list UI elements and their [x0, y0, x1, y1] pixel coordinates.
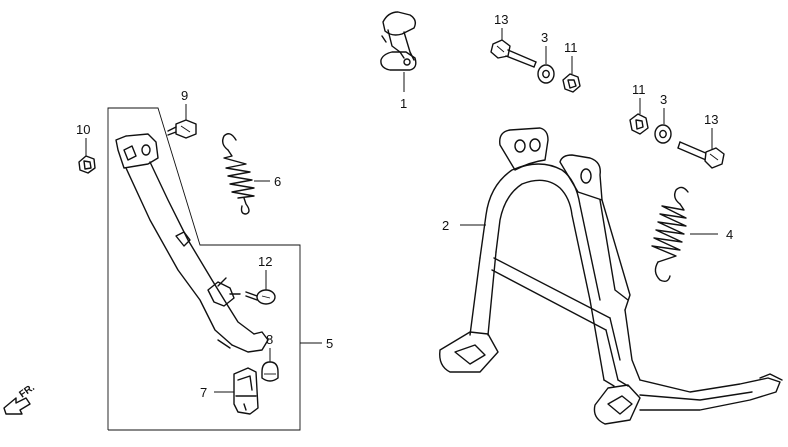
- callout-11-right: 11: [632, 82, 646, 97]
- part-3-washer-right[interactable]: [654, 124, 672, 144]
- front-direction-label: FR.: [17, 382, 37, 400]
- part-13-bolt-top[interactable]: [490, 39, 537, 68]
- part-9-bolt[interactable]: [167, 119, 197, 139]
- callout-9: 9: [181, 88, 188, 103]
- callout-11-top: 11: [564, 40, 578, 55]
- part-1-bracket[interactable]: [380, 11, 417, 71]
- callout-13-right: 13: [704, 112, 718, 127]
- callout-10: 10: [76, 122, 90, 137]
- callout-7: 7: [200, 385, 207, 400]
- callout-13-top: 13: [494, 12, 508, 27]
- callout-12: 12: [258, 254, 272, 269]
- front-arrow-icon: [3, 397, 31, 415]
- callout-8: 8: [266, 332, 273, 347]
- callout-3-right: 3: [660, 92, 667, 107]
- part-11-nut-right[interactable]: [629, 113, 649, 135]
- callout-3-top: 3: [541, 30, 548, 45]
- part-11-nut-top[interactable]: [562, 73, 581, 93]
- part-8-rubber-cap[interactable]: [261, 361, 279, 382]
- part-6-spring[interactable]: [221, 133, 255, 215]
- callout-6: 6: [274, 174, 281, 189]
- part-10-nut[interactable]: [78, 155, 96, 174]
- callout-2: 2: [442, 218, 449, 233]
- part-12-rubber[interactable]: [245, 289, 276, 305]
- callout-5: 5: [326, 336, 333, 351]
- part-7-stand-pad[interactable]: [233, 367, 259, 415]
- part-4-spring[interactable]: [651, 186, 689, 283]
- callout-4: 4: [726, 227, 733, 242]
- side-stand-bar[interactable]: [115, 133, 269, 353]
- callout-1: 1: [400, 96, 407, 111]
- sidestand-assembly-outline: [107, 107, 301, 431]
- part-2-main-stand[interactable]: [439, 127, 783, 425]
- part-3-washer-top[interactable]: [537, 64, 555, 84]
- part-13-bolt-right[interactable]: [677, 141, 725, 169]
